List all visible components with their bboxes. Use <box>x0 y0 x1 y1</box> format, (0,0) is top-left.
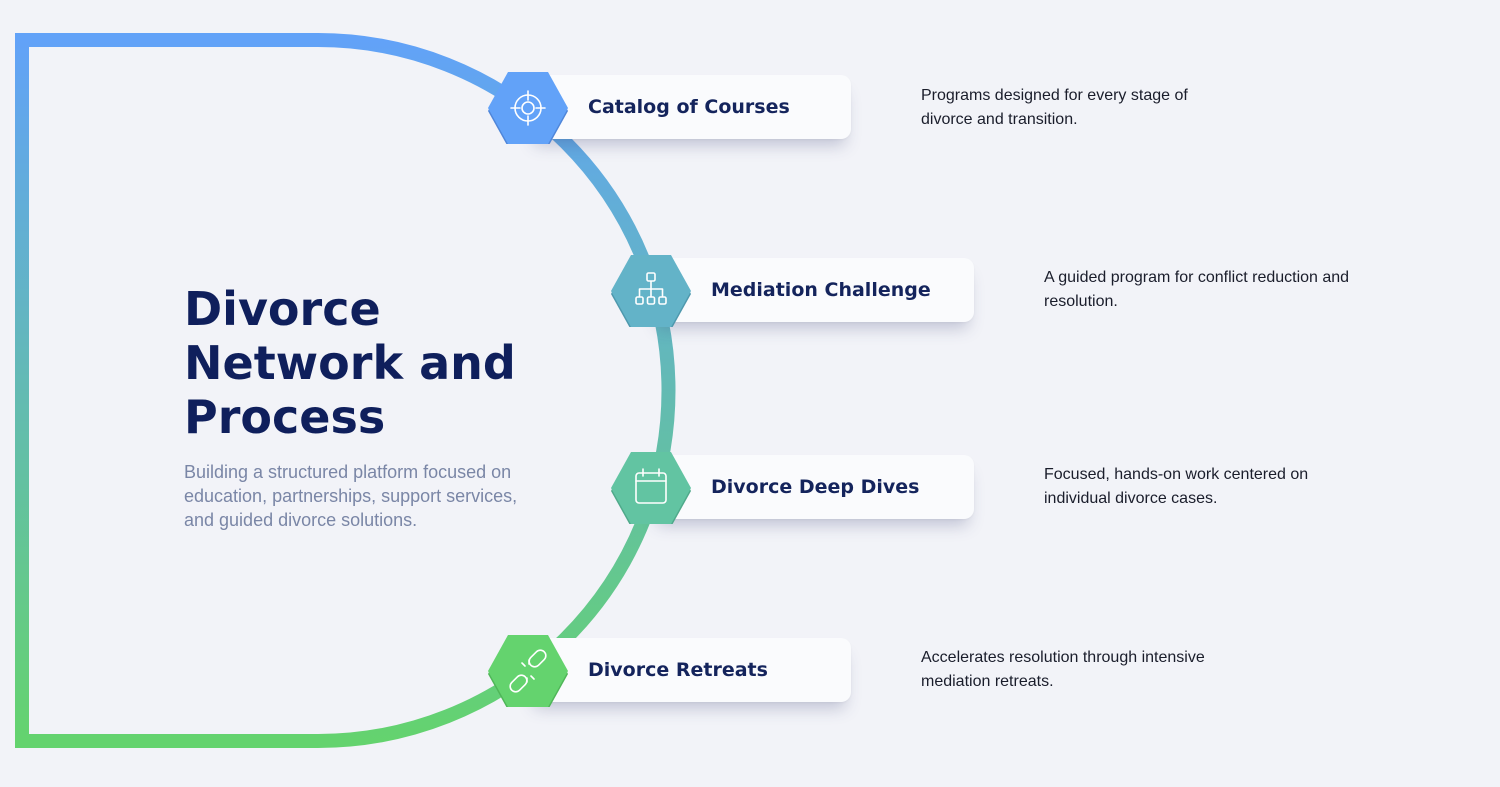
calendar-icon <box>611 452 691 524</box>
target-icon <box>488 72 568 144</box>
step-label: Mediation Challenge <box>711 279 931 301</box>
step-card[interactable]: Mediation Challenge <box>651 258 974 322</box>
step-label: Divorce Deep Dives <box>711 476 920 498</box>
step-description: A guided program for conflict reduction … <box>1044 269 1350 310</box>
page-title: Divorce Network and Process <box>184 282 516 444</box>
step-card[interactable]: Divorce Deep Dives <box>651 455 974 519</box>
step-card[interactable]: Divorce Retreats <box>528 638 851 702</box>
page-subtitle: Building a structured platform focused o… <box>184 462 518 530</box>
step-description: Accelerates resolution through intensive… <box>921 649 1205 690</box>
step-description: Programs designed for every stage of div… <box>921 87 1188 128</box>
step-card[interactable]: Catalog of Courses <box>528 75 851 139</box>
step-label: Catalog of Courses <box>588 96 790 118</box>
org-chart-icon <box>611 255 691 327</box>
broken-link-icon <box>488 635 568 707</box>
step-label: Divorce Retreats <box>588 659 768 681</box>
step-description: Focused, hands-on work centered on indiv… <box>1044 466 1309 507</box>
